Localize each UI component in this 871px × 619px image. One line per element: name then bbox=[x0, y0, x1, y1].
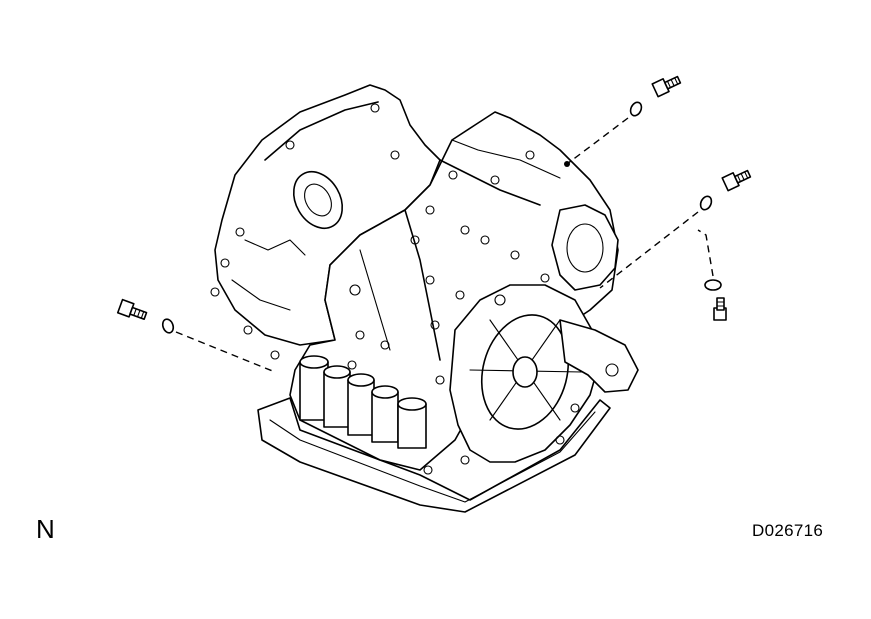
plug-bolt-left bbox=[116, 298, 148, 320]
o-ring-lower-right bbox=[704, 279, 722, 291]
plug-bolt-lower-right bbox=[713, 297, 727, 321]
leader-line-lower-right bbox=[697, 229, 714, 277]
plug-bolt-top-right bbox=[651, 75, 682, 98]
leader-line-right bbox=[599, 211, 699, 289]
view-letter: N bbox=[36, 514, 55, 544]
plug-bolt-right bbox=[721, 169, 752, 192]
o-ring-right bbox=[699, 195, 713, 211]
leader-line-top-right bbox=[566, 117, 629, 165]
leader-line-left bbox=[175, 331, 276, 373]
o-ring-left bbox=[161, 318, 175, 334]
drawing-code: D026716 bbox=[752, 521, 824, 540]
o-ring-top-right bbox=[629, 101, 643, 117]
transaxle-assembly bbox=[210, 84, 639, 513]
